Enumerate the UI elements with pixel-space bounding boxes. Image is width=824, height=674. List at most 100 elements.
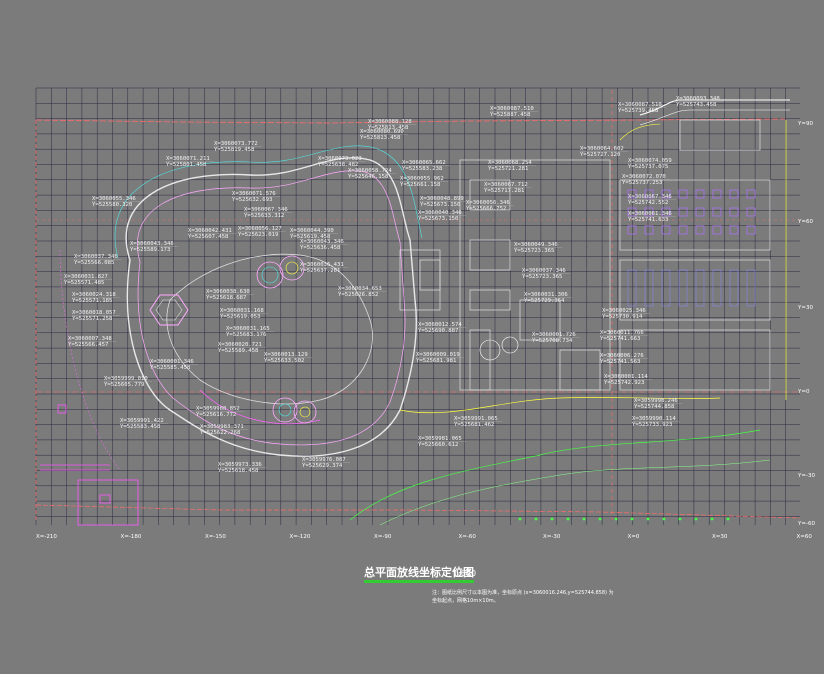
parking-bay — [627, 189, 637, 199]
coord-y-label: Y=525626.852 — [338, 292, 378, 298]
coord-y-label: Y=525616.772 — [196, 412, 236, 418]
coord-x-label: X=3060067.346 — [628, 194, 672, 200]
coord-x-label: X=3059991.422 — [120, 418, 164, 424]
coord-y-label: Y=525683.176 — [226, 332, 266, 338]
coord-y-label: Y=525741.633 — [628, 217, 668, 223]
coord-y-label: Y=525618.458 — [218, 468, 259, 474]
coord-x-label: X=3059988.852 — [196, 406, 240, 412]
parking-bay — [627, 269, 637, 307]
hexagon-pavilion — [149, 294, 189, 326]
coord-y-label: Y=525633.312 — [244, 213, 284, 219]
coord-x-label: X=3060043.346 — [300, 239, 344, 245]
coord-y-label: Y=525742.552 — [628, 200, 668, 206]
parking-bay — [695, 269, 705, 307]
coord-y-label: Y=525681.981 — [416, 358, 456, 364]
x-axis-label: X=-120 — [290, 534, 311, 540]
coord-x-label: X=3060056.127 — [238, 226, 282, 232]
magenta-features — [40, 404, 139, 526]
parking-bay — [661, 189, 671, 199]
drawing-scale: 1:600 — [453, 569, 476, 578]
x-axis-label: X=-150 — [205, 534, 226, 540]
y-axis-label: Y=-30 — [797, 473, 815, 479]
coord-x-label: X=3060055.962 — [400, 176, 444, 182]
coord-x-label: X=3060061.346 — [628, 211, 672, 217]
coord-y-label: Y=525727.120 — [580, 152, 620, 158]
coord-y-label: Y=525637.281 — [300, 268, 340, 274]
coord-x-label: X=3060024.318 — [72, 292, 116, 298]
coord-y-label: Y=525619.053 — [220, 314, 260, 320]
coord-y-label: Y=525813.458 — [368, 125, 409, 131]
coord-y-label: Y=525742.923 — [604, 380, 644, 386]
y-axis-label: Y=90 — [797, 121, 813, 127]
coord-x-label: X=3060068.254 — [488, 160, 532, 166]
tree-dot — [566, 517, 570, 521]
coord-x-label: X=3059998.246 — [634, 398, 678, 404]
coord-x-label: X=3059973.336 — [218, 462, 262, 468]
coord-y-label: Y=525566.457 — [68, 342, 108, 348]
parking-bay — [712, 225, 722, 235]
tree-dot — [678, 517, 682, 521]
coord-x-label: X=3060055.346 — [92, 196, 136, 202]
coord-y-label: Y=525730.914 — [602, 314, 643, 320]
coord-x-label: X=3060011.766 — [600, 330, 644, 336]
site-boundary — [35, 90, 801, 520]
y-axis-label: Y=60 — [797, 219, 813, 225]
coord-x-label: X=3060048.899 — [420, 196, 464, 202]
coord-x-label: X=3060043.346 — [130, 241, 174, 247]
coord-y-label: Y=525744.858 — [634, 404, 675, 410]
coord-x-label: X=3060067.346 — [244, 207, 288, 213]
coord-y-label: Y=525607.458 — [188, 234, 229, 240]
parking-bay — [746, 189, 756, 199]
parking-bay — [627, 207, 637, 217]
coord-y-label: Y=525638.482 — [318, 162, 358, 168]
tree-dot — [662, 517, 666, 521]
tree-dot — [598, 517, 602, 521]
coord-y-label: Y=525717.281 — [484, 188, 524, 194]
coord-x-label: X=3060074.059 — [628, 158, 672, 164]
coord-x-label: X=3060071.576 — [232, 191, 276, 197]
tree-dot — [646, 517, 650, 521]
coord-x-label: X=3059991.065 — [454, 416, 498, 422]
coord-y-label: Y=525636.458 — [300, 245, 341, 251]
coord-y-label: Y=525723.365 — [514, 248, 554, 254]
y-axis-labels: Y=90Y=60Y=30Y=0Y=-30Y=-60 — [797, 121, 815, 527]
x-axis-label: X=0 — [628, 534, 640, 540]
coord-x-label: X=3060073.772 — [214, 141, 258, 147]
coord-y-label: Y=525585.458 — [150, 365, 191, 371]
coord-y-label: Y=525690.887 — [418, 328, 458, 334]
tree-dot — [726, 517, 730, 521]
parking-bay — [712, 189, 722, 199]
parking-bay — [729, 269, 739, 307]
coord-y-label: Y=525629.374 — [302, 463, 343, 469]
coord-y-label: Y=525723.365 — [522, 274, 562, 280]
parking-bay — [729, 225, 739, 235]
note-line-1: 注：图纸比例尺寸以本图为准，坐标原点 (x=3060016.246,y=5257… — [432, 589, 614, 596]
coord-x-label: X=3060025.346 — [602, 308, 646, 314]
parking-bay — [644, 189, 654, 199]
coord-y-label: Y=525571.485 — [64, 280, 104, 286]
parking-bay — [729, 189, 739, 199]
coord-y-label: Y=525583.458 — [120, 424, 161, 430]
coord-y-label: Y=525571.258 — [72, 316, 113, 322]
parking-bay — [678, 269, 688, 307]
coord-y-label: Y=525660.612 — [418, 442, 458, 448]
coord-y-label: Y=525632.693 — [232, 197, 272, 203]
coord-x-label: X=3060056.346 — [466, 200, 510, 206]
y-axis-label: Y=-60 — [797, 521, 815, 527]
tree-dot — [550, 517, 554, 521]
coord-x-label: X=3060073.023 — [318, 156, 362, 162]
coord-x-label: X=3060065.662 — [402, 160, 446, 166]
coord-y-label: Y=525739.458 — [618, 108, 659, 114]
note-line-2: 坐标起点，网格10m×10m。 — [432, 597, 499, 604]
coord-y-label: Y=525887.458 — [490, 112, 531, 118]
x-axis-label: X=-180 — [121, 534, 142, 540]
tree-dot — [694, 517, 698, 521]
tree-dot — [614, 517, 618, 521]
x-axis-label: X=-60 — [459, 534, 477, 540]
x-axis-label: X=-30 — [543, 534, 561, 540]
parking-bay — [644, 207, 654, 217]
title-underline — [364, 580, 474, 583]
parking-bay — [678, 225, 688, 235]
coord-y-label: Y=525605.779 — [104, 382, 144, 388]
